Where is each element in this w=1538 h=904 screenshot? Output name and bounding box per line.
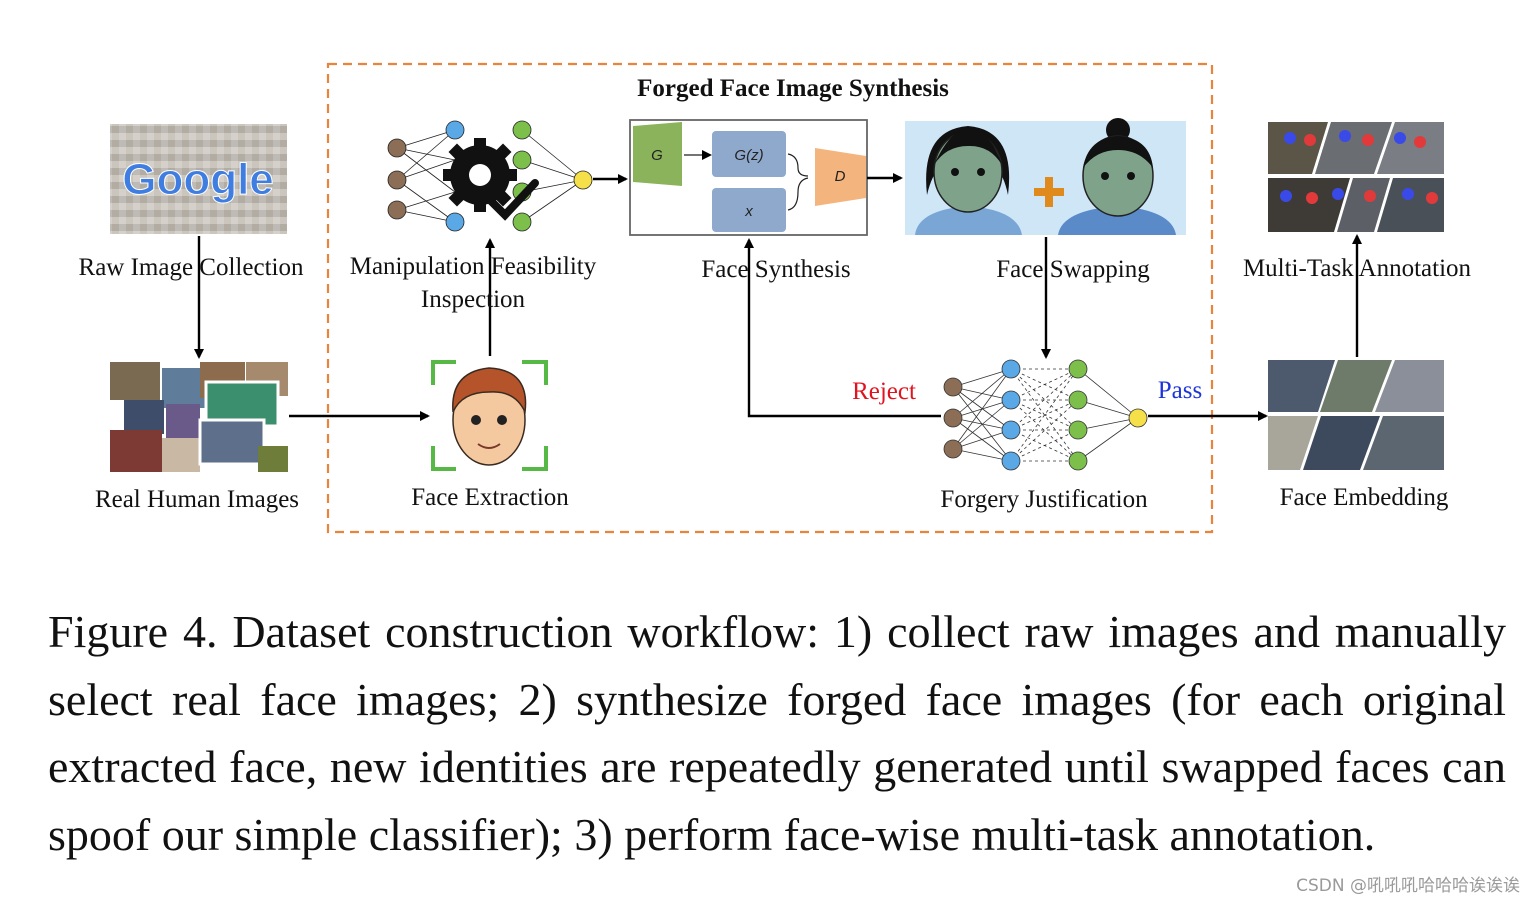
svg-text:G: G — [651, 147, 663, 164]
face-embedding-collage — [1268, 360, 1444, 470]
forgery-justification-label: Forgery Justification — [940, 486, 1148, 513]
multi-task-annotation-collage — [1268, 122, 1444, 232]
svg-text:D: D — [835, 168, 846, 185]
manipulation-feasibility-label-line1: Manipulation Feasibility — [350, 253, 597, 280]
forgery-justification-network — [943, 359, 1148, 471]
face-swapping-label: Face Swapping — [996, 256, 1150, 283]
generator-block — [633, 122, 682, 186]
face-swapping-illustration — [905, 118, 1186, 235]
gear-check-icon — [443, 138, 539, 221]
multi-task-annotation-label: Multi-Task Annotation — [1243, 255, 1472, 282]
svg-text:x: x — [744, 203, 753, 220]
synthesis-frame — [326, 62, 1214, 534]
pass-label: Pass — [1158, 377, 1202, 404]
face-synthesis-gan: G G(z) x D — [629, 119, 868, 236]
real-human-images-collage — [110, 362, 288, 472]
watermark: CSDN @吼吼吼哈哈哈诶诶诶 — [1296, 876, 1520, 896]
discriminator-block — [815, 148, 866, 206]
workflow-diagram: Forged Face Image Synthesis Google Raw I… — [79, 62, 1472, 534]
face-extraction-label: Face Extraction — [411, 484, 569, 511]
gz-block — [712, 131, 786, 177]
manipulation-feasibility-label-line2: Inspection — [421, 286, 526, 313]
face-embedding-label: Face Embedding — [1280, 484, 1449, 511]
figure-caption: Figure 4. Dataset construction workflow:… — [48, 606, 1506, 860]
raw-image-collection-label: Raw Image Collection — [79, 254, 304, 281]
plus-icon-h — [1034, 188, 1064, 196]
reject-label: Reject — [852, 378, 916, 405]
annotation-face-marks — [1280, 130, 1438, 204]
x-block — [712, 188, 786, 232]
google-logo: Google — [122, 155, 274, 204]
face-synthesis-label: Face Synthesis — [701, 256, 850, 283]
real-human-images-label: Real Human Images — [95, 486, 299, 513]
face-extraction-icon — [431, 360, 548, 471]
raw-image-collection-thumbnail: Google — [110, 124, 287, 234]
svg-text:G(z): G(z) — [734, 147, 763, 164]
frame-title: Forged Face Image Synthesis — [637, 75, 949, 102]
